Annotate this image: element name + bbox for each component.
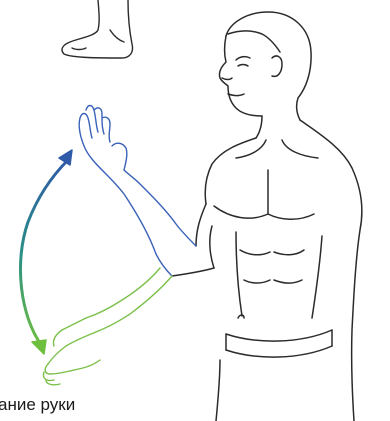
motion-arrow-icon	[20, 150, 72, 354]
arm-lowered	[43, 268, 172, 385]
caption-text: ание руки	[0, 395, 75, 415]
foot-drawing	[62, 0, 133, 58]
arm-raised	[79, 106, 196, 277]
man-figure	[172, 12, 362, 421]
